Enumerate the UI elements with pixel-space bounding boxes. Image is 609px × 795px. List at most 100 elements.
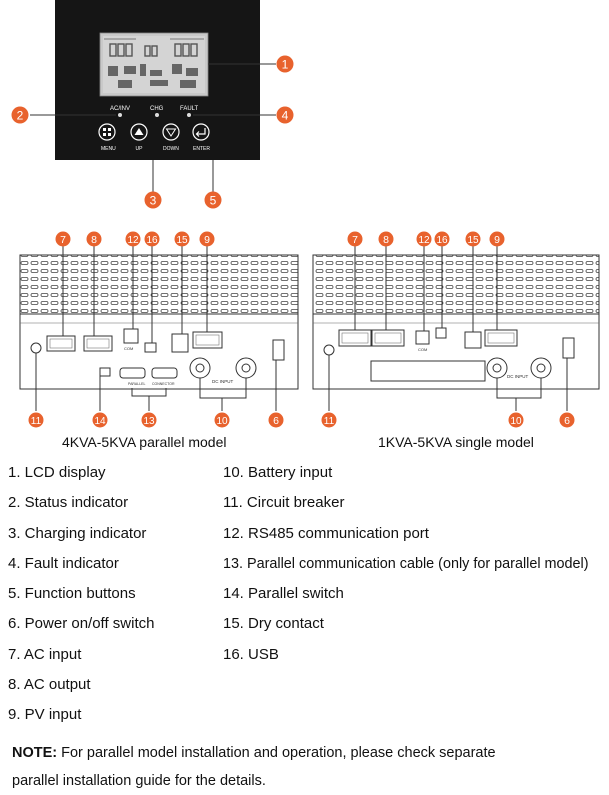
callout-8: 8	[86, 231, 102, 247]
callout-16: 16	[434, 231, 450, 247]
callout-13: 13	[141, 412, 157, 428]
svg-text:7: 7	[60, 234, 66, 246]
legend-item: 7. AC input	[8, 646, 82, 663]
dc-input-label: DC INPUT	[212, 379, 234, 384]
callout-10: 10	[508, 412, 524, 428]
ac-output-port	[83, 335, 113, 352]
callout-7: 7	[55, 231, 71, 247]
com-label: COM	[124, 346, 133, 351]
svg-text:13: 13	[143, 416, 155, 427]
enter-button-label: ENTER	[193, 146, 210, 152]
ac-input-port	[46, 335, 76, 352]
svg-text:8: 8	[383, 234, 389, 246]
down-button-label: DOWN	[163, 146, 179, 152]
indicator-fault-label: FAULT	[180, 106, 199, 112]
status-indicator-led	[118, 113, 122, 117]
callout-6: 6	[559, 412, 575, 428]
callout-7: 7	[347, 231, 363, 247]
callout-1: 1	[276, 55, 294, 73]
power-switch	[272, 339, 285, 361]
svg-text:3: 3	[150, 194, 157, 208]
svg-text:11: 11	[31, 416, 42, 427]
menu-button[interactable]	[98, 123, 116, 141]
svg-text:14: 14	[94, 416, 106, 427]
svg-text:16: 16	[436, 235, 448, 246]
svg-text:8: 8	[91, 234, 97, 246]
callout-2: 2	[11, 106, 29, 124]
svg-text:15: 15	[467, 235, 479, 246]
callout-12: 12	[416, 231, 432, 247]
rs485-port	[415, 330, 430, 345]
svg-text:16: 16	[146, 235, 158, 246]
svg-text:12: 12	[127, 235, 139, 246]
legend-item: 6. Power on/off switch	[8, 615, 155, 632]
rs485-port	[123, 328, 139, 344]
svg-text:6: 6	[273, 415, 279, 427]
legend-item: 13. Parallel communication cable (only f…	[223, 556, 589, 572]
pv-input-port	[484, 329, 518, 347]
svg-text:10: 10	[510, 416, 522, 427]
indicator-chg-label: CHG	[150, 106, 164, 112]
ac-output-port	[371, 329, 405, 347]
legend-item: 3. Charging indicator	[8, 525, 147, 542]
callout-4: 4	[276, 106, 294, 124]
svg-text:4: 4	[282, 109, 289, 123]
down-button[interactable]	[162, 123, 180, 141]
callout-9: 9	[199, 231, 215, 247]
lcd-display	[99, 32, 209, 97]
svg-text:6: 6	[564, 415, 570, 427]
parallel-label: PARALLEL	[128, 382, 145, 386]
svg-text:10: 10	[216, 416, 228, 427]
parallel-switch	[99, 367, 111, 377]
charging-indicator-led	[155, 113, 159, 117]
callout-12: 12	[125, 231, 141, 247]
indicator-acinv-label: AC/INV	[110, 106, 130, 112]
svg-text:1: 1	[282, 58, 289, 72]
legend-item: 2. Status indicator	[8, 494, 129, 511]
svg-text:15: 15	[176, 235, 188, 246]
fault-indicator-led	[187, 113, 191, 117]
callout-11: 11	[321, 412, 337, 428]
com-label: COM	[418, 347, 427, 352]
cover-plate	[370, 360, 486, 382]
callout-5: 5	[204, 191, 222, 209]
usb-port	[435, 327, 447, 339]
parallel-model-caption: 4KVA-5KVA parallel model	[62, 434, 227, 450]
callout-15: 15	[174, 231, 190, 247]
up-button[interactable]	[130, 123, 148, 141]
legend-item: 10. Battery input	[223, 464, 333, 481]
note-line-2: parallel installation guide for the deta…	[12, 773, 266, 789]
power-switch	[562, 337, 575, 359]
enter-button[interactable]	[192, 123, 210, 141]
callout-16: 16	[144, 231, 160, 247]
single-model-diagram: COM DC INPUT 7 8 12 16 15 9 11 10 6	[312, 231, 600, 428]
legend-item: 16. USB	[223, 646, 279, 663]
menu-button-label: MENU	[101, 146, 116, 152]
connector-label: CONNECTOR	[152, 382, 175, 386]
svg-text:9: 9	[204, 234, 210, 246]
svg-text:5: 5	[210, 194, 217, 208]
parallel-connectors	[119, 367, 178, 379]
up-triangle-icon	[134, 128, 144, 135]
callout-9: 9	[489, 231, 505, 247]
note-label: NOTE:	[12, 745, 58, 761]
legend-item: 12. RS485 communication port	[223, 525, 429, 542]
up-button-label: UP	[136, 146, 144, 152]
enter-arrow-icon	[195, 128, 206, 137]
menu-grid-icon	[103, 128, 111, 136]
legend-item: 1. LCD display	[8, 464, 106, 481]
callout-6: 6	[268, 412, 284, 428]
usb-port	[144, 342, 157, 353]
dry-contact-port	[171, 333, 189, 353]
callout-10: 10	[214, 412, 230, 428]
callout-8: 8	[378, 231, 394, 247]
callout-15: 15	[465, 231, 481, 247]
svg-text:7: 7	[352, 234, 358, 246]
single-model-caption: 1KVA-5KVA single model	[378, 434, 534, 450]
legend-item: 11. Circuit breaker	[223, 494, 345, 511]
legend-item: 4. Fault indicator	[8, 555, 119, 572]
legend-item: 9. PV input	[8, 706, 82, 723]
svg-text:11: 11	[324, 416, 335, 427]
svg-text:12: 12	[418, 235, 430, 246]
svg-text:2: 2	[17, 109, 24, 123]
